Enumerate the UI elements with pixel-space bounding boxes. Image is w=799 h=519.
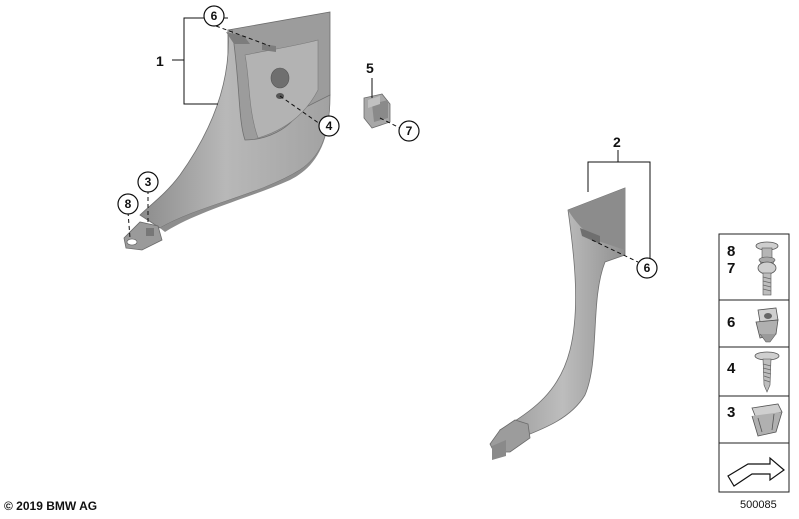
label-part-2: 2: [613, 134, 621, 150]
label-part-6-right: 6: [636, 257, 658, 279]
svg-text:8: 8: [727, 243, 735, 260]
direction-arrow-icon: [727, 456, 785, 487]
clip-nut-icon: [755, 307, 779, 343]
svg-text:4: 4: [326, 119, 333, 133]
svg-text:8: 8: [125, 197, 132, 211]
label-part-1: 1: [156, 53, 164, 69]
svg-text:3: 3: [145, 175, 152, 189]
legend-row-4[interactable]: 4: [727, 351, 780, 393]
label-part-7: 7: [398, 120, 420, 142]
trim-panel-right[interactable]: [489, 187, 626, 460]
callouts: [127, 17, 651, 263]
label-part-4: 4: [318, 115, 340, 137]
label-part-8: 8: [117, 193, 139, 215]
self-tapping-screw-icon: [754, 351, 780, 393]
legend-row-7[interactable]: 7 7: [727, 260, 777, 296]
fastener-legend: 8 7 7 6: [718, 233, 790, 493]
legend-row-3[interactable]: 3: [727, 403, 783, 437]
svg-text:4: 4: [727, 360, 736, 377]
svg-text:6: 6: [727, 314, 735, 331]
label-part-6-left: 6: [203, 5, 225, 27]
trim-panel-left[interactable]: [123, 11, 331, 251]
label-part-3: 3: [137, 171, 159, 193]
svg-text:6: 6: [644, 261, 651, 275]
legend-row-6[interactable]: 6: [727, 307, 779, 343]
copyright-text: © 2019 BMW AG: [4, 499, 98, 513]
svg-text:3: 3: [727, 404, 735, 421]
bracket-clip[interactable]: [363, 93, 391, 129]
svg-text:6: 6: [211, 9, 218, 23]
diagram-id: 500085: [740, 499, 777, 511]
svg-text:7: 7: [406, 124, 413, 138]
spring-clip-icon: [751, 403, 783, 437]
screw-icon: [757, 261, 777, 296]
label-part-5: 5: [366, 60, 374, 76]
svg-text:7: 7: [727, 260, 735, 277]
